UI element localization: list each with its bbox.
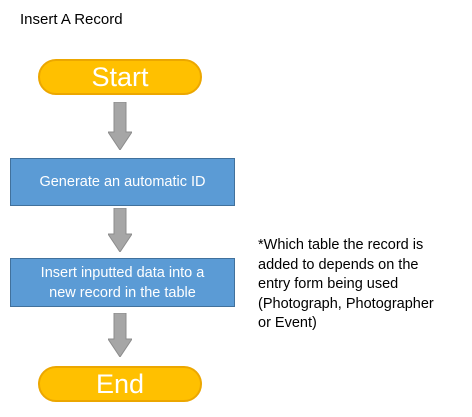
diagram-title: Insert A Record [20, 11, 123, 28]
process-insert-record: Insert inputted data into a new record i… [10, 258, 235, 307]
process-generate-id-label: Generate an automatic ID [39, 174, 206, 190]
start-terminator: Start [38, 59, 202, 95]
side-note: *Which table the record is added to depe… [258, 237, 434, 331]
arrow-start-to-step1 [108, 102, 132, 150]
process-insert-record-label: Insert inputted data into a new record i… [40, 264, 205, 301]
end-terminator: End [38, 366, 202, 402]
start-label: Start [91, 61, 149, 92]
end-label: End [95, 368, 145, 399]
process-generate-id: Generate an automatic ID [10, 158, 235, 206]
arrow-step2-to-end [108, 313, 132, 357]
arrow-step1-to-step2 [108, 208, 132, 252]
